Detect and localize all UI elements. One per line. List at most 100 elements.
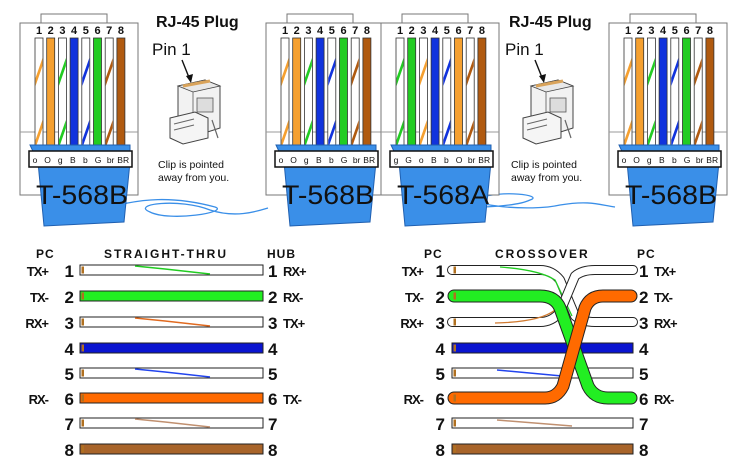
wire-stripe <box>328 58 336 86</box>
wire-stripe <box>35 120 43 148</box>
plug-title: RJ-45 Plug <box>509 14 592 31</box>
pin-number: 5 <box>672 25 678 37</box>
pin-number: 4 <box>660 25 667 37</box>
straight-left-header: PC <box>36 247 55 261</box>
wire-blue <box>658 37 668 149</box>
crossover-wire-blue-white <box>451 367 634 379</box>
left-pin: 3 <box>436 314 445 333</box>
pin-number: 7 <box>695 25 701 37</box>
wire-code: O <box>290 155 297 165</box>
wire-green <box>79 290 264 302</box>
wire-stripe <box>647 58 655 86</box>
left-signal: RX- <box>404 392 424 407</box>
left-pin: 5 <box>65 365 74 384</box>
left-pin: 7 <box>65 415 74 434</box>
wire-stripe <box>396 120 404 148</box>
wire-end-cap <box>453 292 456 300</box>
wire-end-cap <box>453 419 456 427</box>
crossover-right-header: PC <box>637 247 656 261</box>
pin-number: 1 <box>36 25 42 37</box>
connector-tab <box>286 13 354 24</box>
wire-stripe <box>281 120 289 148</box>
left-pin: 8 <box>65 441 74 460</box>
wire-end-cap <box>81 344 84 352</box>
wire-code: B <box>659 155 665 165</box>
left-pin: 7 <box>436 415 445 434</box>
wire-code: B <box>316 155 322 165</box>
crossover-wire-orange <box>448 290 637 404</box>
wire-code: BR <box>478 155 490 165</box>
wire-brown <box>477 37 487 149</box>
plug-title: RJ-45 Plug <box>156 14 239 31</box>
pin-number: 4 <box>71 25 78 37</box>
pin1-label: Pin 1 <box>152 40 191 59</box>
right-pin: 6 <box>268 390 277 409</box>
right-pin: 4 <box>268 340 278 359</box>
pin-number: 2 <box>409 25 415 37</box>
wire-end-cap <box>81 394 84 402</box>
wire-end-cap <box>81 445 84 453</box>
wire-stripe <box>694 58 702 86</box>
wire-blue <box>430 37 440 149</box>
right-signal: TX+ <box>283 316 306 331</box>
pin-number: 8 <box>707 25 713 37</box>
left-pin: 8 <box>436 441 445 460</box>
wire-stripe <box>134 317 211 327</box>
right-signal: RX- <box>283 290 303 305</box>
left-pin: 2 <box>65 288 74 307</box>
left-pin: 4 <box>65 340 75 359</box>
wire-code: O <box>633 155 640 165</box>
right-signal: RX+ <box>654 316 678 331</box>
left-signal: TX+ <box>402 264 425 279</box>
left-pin: 6 <box>436 390 445 409</box>
left-pin: 1 <box>65 262 74 281</box>
pin-number: 7 <box>352 25 358 37</box>
wire-end-cap <box>453 369 456 377</box>
crossover-wire-orange-white <box>448 266 637 326</box>
wire-code-bar <box>389 150 494 168</box>
pin-number: 6 <box>340 25 346 37</box>
wire-stripe <box>134 418 211 428</box>
pin1-arrow-icon <box>534 59 546 83</box>
pin-number: 4 <box>432 25 439 37</box>
crossover-left-header: PC <box>424 247 443 261</box>
wire-code: B <box>431 155 437 165</box>
wire-end-cap <box>453 344 456 352</box>
wire-code: B <box>70 155 76 165</box>
wire-orange <box>46 37 56 149</box>
pin-number: 8 <box>118 25 124 37</box>
wire-code: br <box>353 155 361 165</box>
wire-code-bar <box>274 150 379 168</box>
wire-stripe <box>134 265 211 275</box>
wire-orange <box>292 37 302 149</box>
right-pin: 7 <box>268 415 277 434</box>
wire-code: G <box>405 155 412 165</box>
left-signal: TX- <box>30 290 49 305</box>
wire-stripe <box>58 58 66 86</box>
pin-number: 3 <box>648 25 654 37</box>
pin-number: 5 <box>329 25 335 37</box>
right-signal: RX+ <box>283 264 307 279</box>
pin-number: 7 <box>106 25 112 37</box>
wire-stripe <box>419 58 427 86</box>
wire-stripe <box>328 120 336 148</box>
rj45-plug-illustration-2: RJ-45 Plug Pin 1 Clip is pointed away fr… <box>505 14 592 184</box>
pin1-label: Pin 1 <box>505 40 544 59</box>
straight-right-header: HUB <box>267 247 296 261</box>
wire-stripe <box>82 58 90 86</box>
wire-orange <box>454 37 463 149</box>
wire-code: g <box>647 155 652 165</box>
left-pin: 1 <box>436 262 445 281</box>
wire-stripe <box>466 58 474 86</box>
wire-stripe <box>647 120 655 148</box>
wire-stripe <box>304 58 312 86</box>
wire-code: o <box>622 155 627 165</box>
right-signal: TX+ <box>654 264 677 279</box>
left-pin: 6 <box>65 390 74 409</box>
